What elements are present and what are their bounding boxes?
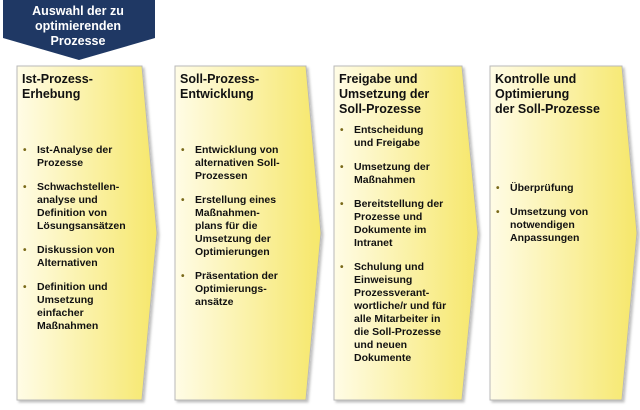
phase-title-freigabe: Freigabe und Umsetzung der Soll-Prozesse	[339, 72, 430, 116]
list-item: Entwicklung von alternativen Soll- Proze…	[180, 144, 306, 183]
list-item: Umsetzung von notwendigen Anpassungen	[495, 206, 621, 245]
phase-list-freigabe: Entscheidung und Freigabe Umsetzung der …	[339, 124, 465, 376]
list-item: Entscheidung und Freigabe	[339, 124, 465, 150]
phase-list-kontrolle: Überprüfung Umsetzung von notwendigen An…	[495, 182, 621, 256]
list-item: Überprüfung	[495, 182, 621, 195]
list-item: Schulung und Einweisung Prozessverant- w…	[339, 261, 465, 365]
phase-title-kontrolle: Kontrolle und Optimierung der Soll-Proze…	[495, 72, 600, 116]
list-item: Ist-Analyse der Prozesse	[22, 144, 144, 170]
phase-list-ist-prozess: Ist-Analyse der Prozesse Schwachstellen-…	[22, 144, 144, 344]
phase-title-ist-prozess: Ist-Prozess- Erhebung	[22, 72, 93, 101]
header-pentagon	[3, 0, 155, 60]
list-item: Präsentation der Optimierungs- ansätze	[180, 270, 306, 309]
list-item: Definition und Umsetzung einfacher Maßna…	[22, 281, 144, 333]
list-item: Diskussion von Alternativen	[22, 244, 144, 270]
list-item: Schwachstellen- analyse und Definition v…	[22, 181, 144, 233]
phase-title-soll-prozess: Soll-Prozess- Entwicklung	[180, 72, 260, 101]
list-item: Erstellung eines Maßnahmen- plans für di…	[180, 194, 306, 259]
phase-list-soll-prozess: Entwicklung von alternativen Soll- Proze…	[180, 144, 306, 320]
list-item: Umsetzung der Maßnahmen	[339, 161, 465, 187]
header-label: Auswahl der zu optimierenden Prozesse	[32, 4, 124, 48]
list-item: Bereitstellung der Prozesse und Dokument…	[339, 198, 465, 250]
